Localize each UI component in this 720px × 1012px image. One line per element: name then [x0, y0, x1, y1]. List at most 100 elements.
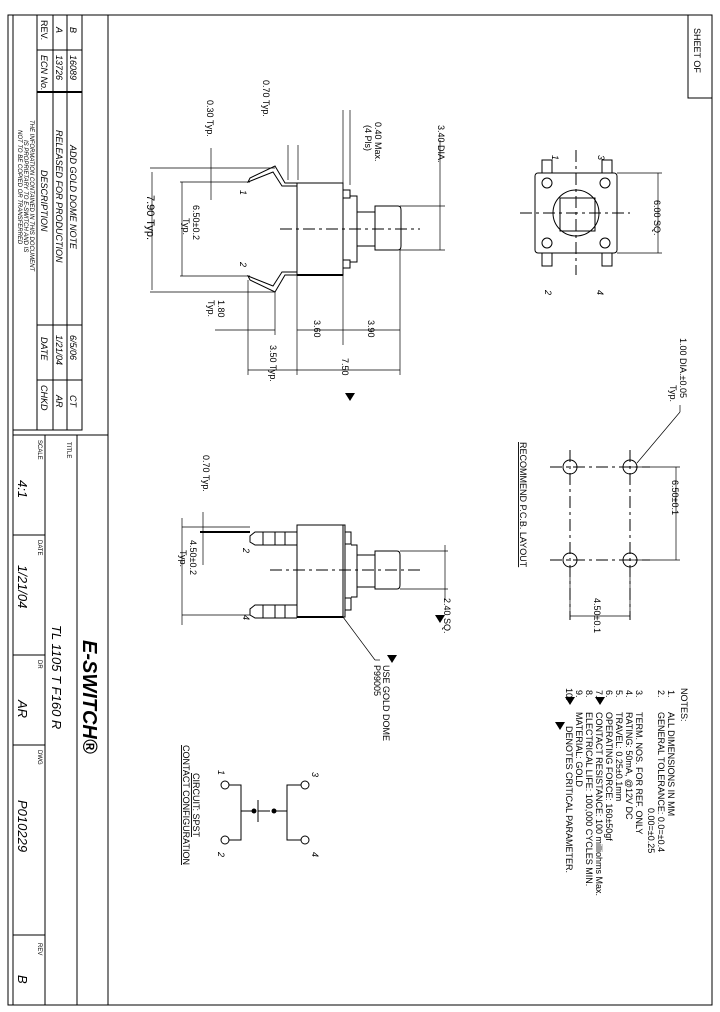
note-num: 1.	[666, 690, 676, 698]
e-switch-logo: E-SWITCH®	[78, 640, 100, 754]
description-cell: ADD GOLD DOME NOTE	[68, 144, 78, 250]
disclaimer-line: IS PROPRIETARY TO E-SWITCH AND IS	[22, 140, 28, 252]
dim-2-40-sq: 2.40 SQ.	[442, 598, 452, 634]
dim-4-50-pcb: 4.50±0.1	[592, 598, 602, 633]
front-view: 2 4 0.70 Typ. 4.50±0.2 Typ. 2.40 SQ. USE…	[178, 455, 452, 741]
drawn-by-label: DR	[36, 660, 42, 669]
pin-label: 1	[216, 770, 226, 775]
revision-row: B 16089 ADD GOLD DOME NOTE 6/5/06 CT	[68, 27, 78, 408]
pin-label: 4	[241, 615, 251, 620]
circuit-title: CIRCUIT: SPST	[191, 773, 201, 838]
drawing-frame	[7, 14, 713, 1006]
note-num: 8.	[584, 690, 594, 698]
note-text: TRAVEL: 0.25±0.1mm	[614, 712, 624, 801]
ecn-cell: 13726	[54, 55, 64, 80]
note-num: 4.	[624, 690, 634, 698]
notes-title: NOTES:	[679, 688, 689, 722]
notes: NOTES: 1. ALL DIMENSIONS IN MM 2. GENERA…	[555, 688, 689, 896]
note-text: DENOTES CRITICAL PARAMETER.	[564, 726, 574, 873]
chkd-cell: CT	[68, 395, 78, 408]
disclaimer-line: NOT TO BE COPIED OR TRANSFERRED	[16, 130, 22, 245]
note-text: CONTACT RESISTANCE: 100 milliohms Max.	[594, 712, 604, 896]
rev-label: REV	[36, 943, 42, 955]
pin-label: 2	[543, 289, 553, 295]
note-text: MATERIAL: GOLD	[574, 712, 584, 787]
note-text: ELECTRICAL LIFE: 100,000 CYCLES MIN.	[584, 712, 594, 886]
dim-0-30-typ: 0.30 Typ.	[205, 100, 215, 137]
dim-7-90-typ: 7.90 Typ.	[144, 195, 156, 240]
dim-6-50-typ: Typ.	[181, 218, 191, 235]
dim-1-80: 1.80	[216, 300, 226, 318]
note-num: 7.	[594, 690, 604, 698]
dim-4-50-typ: Typ.	[178, 550, 188, 567]
dim-0-70-typ: 0.70 Typ.	[261, 80, 271, 117]
pcb-hole	[562, 459, 578, 475]
dim-3-90: 3.90	[366, 320, 376, 338]
dim-6-00-sq: 6.00 SQ.	[652, 200, 662, 236]
gold-dome-part: P99005	[372, 665, 382, 696]
note-text: GENERAL TOLERANCE: 0.0=±0.4	[656, 712, 666, 852]
note-num: 3.	[634, 690, 644, 698]
dim-7-50: 7.50	[340, 358, 350, 376]
chkd-header: CHKD	[39, 385, 49, 411]
pcb-layout-title: RECOMMEND P.C.B. LAYOUT	[518, 442, 528, 568]
terminal-2	[249, 531, 297, 546]
pin-label: 4	[595, 290, 605, 295]
hole-dia-dim: 1.00 DIA.±0.05	[678, 338, 688, 398]
date-cell: 1/21/04	[54, 335, 64, 365]
rev-cell: B	[68, 27, 78, 33]
critical-triangle-icon	[345, 393, 355, 401]
pin-label: 2	[241, 547, 251, 553]
pin-label: 2	[238, 261, 248, 267]
pin-label: 4	[310, 852, 320, 857]
title-block: TITLE TL 1105 T F160 R E-SWITCH® SCALE 4…	[13, 434, 108, 1005]
note-text: ALL DIMENSIONS IN MM	[666, 712, 676, 816]
revision-table: REV. ECN No. DESCRIPTION DATE CHKD A 137…	[12, 14, 109, 1005]
disclaimer-line: THE INFORMATION CONTAINED IN THIS DOCUME…	[28, 120, 34, 272]
drawing-title: TL 1105 T F160 R	[49, 625, 64, 729]
ecn-cell: 16089	[68, 55, 78, 80]
dim-4-pls: (4 Pls)	[363, 125, 373, 151]
drawn-by-value: AR	[15, 699, 30, 718]
terminal-1	[246, 165, 297, 187]
dim-6-50-pcb: 6.50±0.1	[670, 480, 680, 515]
hole-dia-typ: Typ.	[668, 385, 678, 402]
terminal-2	[246, 271, 297, 293]
rev-header: REV.	[39, 20, 49, 40]
pin-label: 1	[550, 155, 560, 160]
dim-1-80-typ: Typ.	[206, 300, 216, 317]
description-cell: RELEASED FOR PRODUCTION	[54, 130, 64, 263]
critical-triangle-icon	[555, 722, 565, 730]
dim-3-60: 3.60	[312, 320, 322, 338]
note-num: 5.	[614, 690, 624, 698]
dim-4-50: 4.50±0.2	[188, 540, 198, 575]
revision-row: A 13726 RELEASED FOR PRODUCTION 1/21/04 …	[54, 26, 64, 408]
note-num: 2.	[656, 690, 666, 698]
pcb-layout: 1.00 DIA.±0.05 Typ. 6.50±0.1 4.50±0.1 RE…	[518, 338, 688, 633]
dim-3-40-dia: 3.40 DIA.	[436, 125, 446, 163]
note-text: TERM. NOS. FOR REF. ONLY	[634, 712, 644, 834]
dim-0-70-typ: 0.70 Typ.	[201, 455, 211, 492]
note-text: RATING: 50mA, @12V DC	[624, 712, 634, 820]
scale-value: 4:1	[15, 480, 30, 498]
dwg-number: P010229	[15, 800, 30, 852]
rev-cell: A	[54, 26, 64, 33]
circuit-subtitle: CONTACT CONFIGURATION	[181, 745, 191, 865]
circuit-diagram: 1 2 3 4 CIRCUIT: SPST CONTACT CONFIGURAT…	[181, 745, 320, 865]
dim-3-50-typ: 3.50 Typ.	[268, 345, 278, 382]
top-view: 1 3 2 4 6.00 SQ.	[520, 150, 662, 295]
description-header: DESCRIPTION	[39, 170, 49, 232]
critical-triangle-icon	[595, 697, 605, 705]
note-num: 6.	[604, 690, 614, 698]
dim-6-50: 6.50±0.2	[191, 205, 201, 240]
dim-0-40-max: 0.40 Max.	[373, 122, 383, 162]
chkd-cell: AR	[54, 394, 64, 408]
rev-value: B	[15, 975, 30, 984]
date-value: 1/21/04	[15, 565, 30, 608]
dwg-label: DWG	[36, 750, 42, 765]
note-num: 10.	[564, 688, 574, 701]
title-label: TITLE	[65, 442, 71, 458]
critical-triangle-icon	[387, 655, 397, 663]
date-label: DATE	[36, 540, 42, 556]
